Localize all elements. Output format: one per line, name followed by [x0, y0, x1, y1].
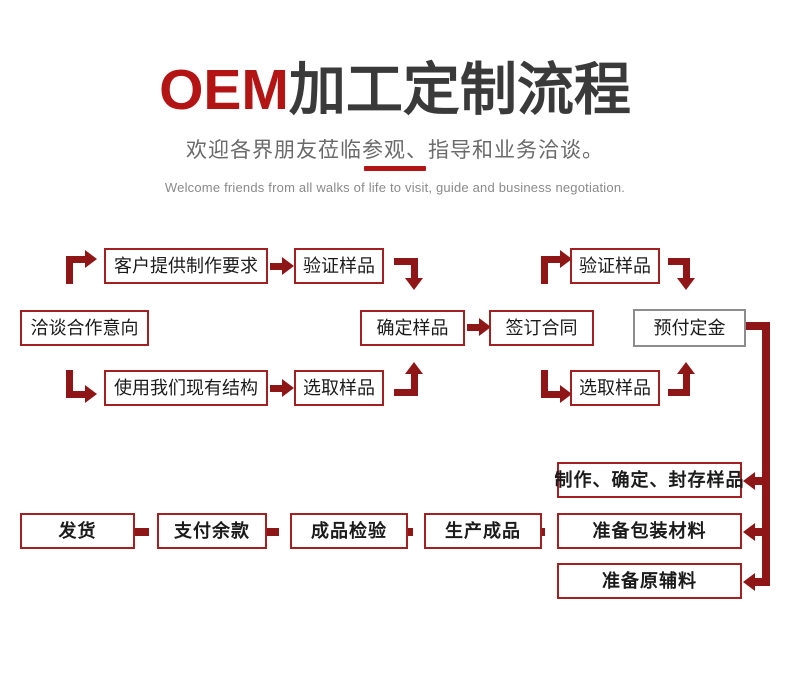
- node-pay-balance[interactable]: 支付余款: [157, 513, 267, 549]
- connector-contract-to-verify2-horizontal: [541, 256, 562, 263]
- arrow-head-to-make-sample: [743, 472, 755, 490]
- node-select-sample-1[interactable]: 选取样品: [294, 370, 384, 406]
- connector-verify1-to-confirm-horizontal: [394, 258, 418, 265]
- trunk-branch-to-raw-material: [755, 578, 770, 586]
- connector-inspection-to-balance: [265, 528, 279, 536]
- node-negotiate-cooperation[interactable]: 洽谈合作意向: [20, 310, 149, 346]
- connector-contract-to-select2-horizontal: [541, 391, 562, 398]
- connector-requirement-to-verify1: [270, 263, 284, 270]
- node-use-existing-structure[interactable]: 使用我们现有结构: [104, 370, 268, 406]
- connector-verify1-to-confirm-vertical: [411, 258, 418, 280]
- trunk-branch-to-make-sample: [755, 477, 770, 485]
- connector-balance-to-ship: [135, 528, 149, 536]
- title-divider: [364, 166, 426, 171]
- node-verify-sample-1[interactable]: 验证样品: [294, 248, 384, 284]
- node-produce-finished-goods[interactable]: 生产成品: [424, 513, 542, 549]
- node-prepay-deposit[interactable]: 预付定金: [633, 309, 746, 347]
- connector-verify2-to-deposit-vertical: [683, 258, 690, 280]
- node-prepare-packaging-material[interactable]: 准备包装材料: [557, 513, 742, 549]
- connector-negotiate-to-requirement-horizontal: [66, 256, 87, 263]
- arrow-head-verify1-down: [405, 278, 423, 290]
- node-finished-goods-inspection[interactable]: 成品检验: [290, 513, 408, 549]
- arrow-head-to-verify1: [282, 257, 294, 275]
- connector-confirm-to-contract: [467, 324, 481, 331]
- connector-select1-to-confirm-vertical: [411, 374, 418, 396]
- node-verify-sample-2[interactable]: 验证样品: [570, 248, 660, 284]
- connector-select2-to-deposit-horizontal: [668, 389, 690, 396]
- arrow-head-to-packaging: [743, 523, 755, 541]
- arrow-head-select2-up: [677, 362, 695, 374]
- arrow-head-verify2-down: [677, 278, 695, 290]
- node-select-sample-2[interactable]: 选取样品: [570, 370, 660, 406]
- arrow-head-to-requirement: [85, 250, 97, 268]
- arrow-head-to-verify2: [560, 250, 572, 268]
- trunk-branch-to-packaging: [755, 528, 770, 536]
- trunk-deposit-horizontal: [746, 322, 770, 330]
- connector-existing-to-select1: [270, 385, 284, 392]
- connector-verify2-to-deposit-horizontal: [668, 258, 690, 265]
- connector-negotiate-to-existing-horizontal: [66, 391, 87, 398]
- node-customer-requirement[interactable]: 客户提供制作要求: [104, 248, 268, 284]
- node-prepare-raw-material[interactable]: 准备原辅料: [557, 563, 742, 599]
- title-main-text: 加工定制流程: [288, 58, 631, 122]
- trunk-deposit-vertical: [762, 322, 770, 582]
- title-accent-text: OEM: [159, 58, 289, 122]
- arrow-head-to-select1: [282, 379, 294, 397]
- node-confirm-sample[interactable]: 确定样品: [360, 310, 465, 346]
- node-make-confirm-seal-sample[interactable]: 制作、确定、封存样品: [555, 462, 744, 498]
- arrow-head-to-raw-material: [743, 573, 755, 591]
- connector-select1-to-confirm-horizontal: [394, 389, 418, 396]
- connector-select2-to-deposit-vertical: [683, 374, 690, 396]
- subtitle-cn: 欢迎各界朋友莅临参观、指导和业务洽谈。: [186, 139, 604, 162]
- arrow-head-to-existing: [85, 385, 97, 403]
- subtitle-en: Welcome friends from all walks of life t…: [164, 180, 626, 195]
- node-sign-contract[interactable]: 签订合同: [489, 310, 594, 346]
- arrow-head-to-contract: [479, 318, 491, 336]
- node-ship-goods[interactable]: 发货: [20, 513, 135, 549]
- connector-contract-to-verify2-vertical: [541, 256, 548, 284]
- connector-contract-to-select2-vertical: [541, 370, 548, 398]
- connector-negotiate-to-existing-vertical: [66, 370, 73, 398]
- connector-negotiate-to-requirement-vertical: [66, 256, 73, 284]
- page-title: OEM加工定制流程: [0, 62, 790, 119]
- arrow-head-select1-up: [405, 362, 423, 374]
- arrow-head-to-select2: [560, 385, 572, 403]
